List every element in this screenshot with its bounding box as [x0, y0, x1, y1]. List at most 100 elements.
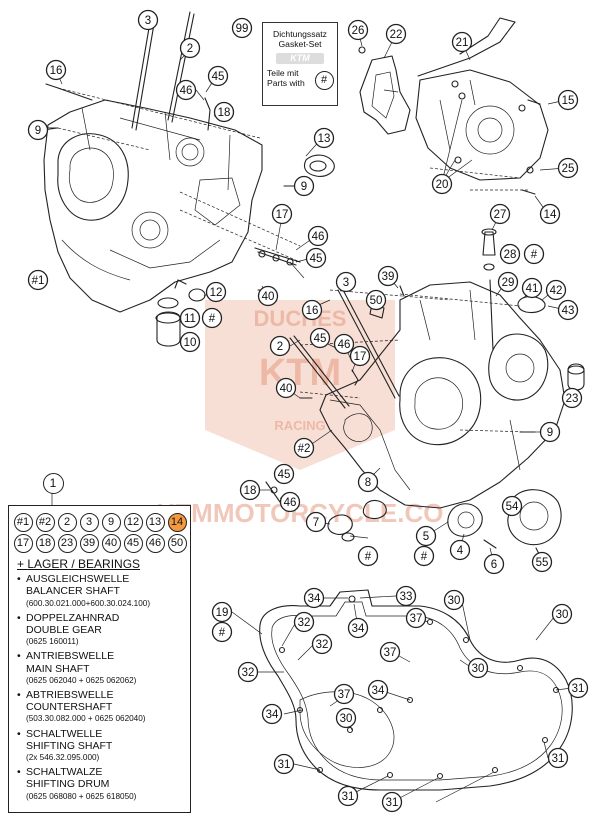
bearing-codes: (0625 068080 + 0625 618050) — [26, 791, 137, 801]
bearing-codes: (2x 546.32.095.000) — [26, 753, 100, 763]
callout-17: 17 — [271, 203, 293, 225]
callout-3: 3 — [335, 271, 357, 293]
bearing-name-en: SHIFTING DRUM — [26, 778, 110, 791]
callout-31: 31 — [337, 785, 359, 807]
callout-#: # — [413, 545, 435, 567]
callout-text: 43 — [562, 305, 575, 317]
callout-9: 9 — [293, 175, 315, 197]
callout-text: 15 — [562, 95, 575, 107]
callout-42: 42 — [545, 279, 567, 301]
callout-text: 10 — [184, 337, 197, 349]
gasket-set-card: Dichtungssatz Gasket-Set KTM Teile mit P… — [262, 22, 338, 106]
callout-30: 30 — [467, 657, 489, 679]
callout-text: 29 — [502, 277, 515, 289]
callout-text: 21 — [456, 37, 469, 49]
callout-13: 13 — [313, 127, 335, 149]
bearing-name-en: BALANCER SHAFT — [26, 585, 120, 598]
callout-18: 18 — [239, 479, 261, 501]
callout-37: 37 — [333, 683, 355, 705]
callout-text: 46 — [284, 497, 297, 509]
bearing-name-de: ANTRIEBSWELLE — [26, 650, 115, 663]
callout-text: 30 — [448, 595, 461, 607]
callout-28: 28 — [499, 243, 521, 265]
callout-46: 46 — [307, 225, 329, 247]
bearing-name-de: DOPPELZAHNRAD — [26, 611, 120, 624]
bearing-codes: (0625 160011) — [26, 637, 79, 647]
callout-text: 17 — [276, 209, 289, 221]
callout-5: 5 — [415, 525, 437, 547]
callout-text: 55 — [536, 557, 549, 569]
studs-left — [131, 11, 195, 131]
callout-54: 54 — [501, 495, 523, 517]
callout-text: 45 — [212, 71, 225, 83]
bearing-name-de: ABTRIEBSWELLE — [26, 689, 114, 702]
callout-40: 40 — [275, 377, 297, 399]
callout-41: 41 — [521, 277, 543, 299]
callout-text: 31 — [342, 791, 355, 803]
callout-#: # — [523, 243, 545, 265]
callout-50: 50 — [365, 289, 387, 311]
callout-#: # — [211, 621, 233, 643]
callout-text: 45 — [314, 333, 327, 345]
callout-45: 45 — [207, 65, 229, 87]
legend-badge: 3 — [79, 513, 99, 532]
callout-7: 7 — [305, 511, 327, 533]
left-crankcase-half — [43, 99, 263, 313]
callout-30: 30 — [443, 589, 465, 611]
callout-text: 11 — [184, 313, 196, 325]
bearing-codes: (0625 062040 + 0625 062062) — [26, 675, 137, 685]
callout-31: 31 — [547, 747, 569, 769]
right-crankcase-half — [289, 228, 585, 509]
legend-badge: 9 — [101, 513, 121, 532]
callout-46: 46 — [333, 333, 355, 355]
callout-text: 18 — [244, 485, 257, 497]
callout-25: 25 — [557, 157, 579, 179]
gasket-title-en: Gasket-Set — [278, 39, 322, 49]
callout-text: 26 — [352, 25, 365, 37]
plus-sign: + — [17, 557, 25, 571]
callout-text: 20 — [436, 179, 449, 191]
callout-text: 16 — [306, 305, 319, 317]
legend-badge: #2 — [35, 513, 55, 532]
callout-text: 6 — [491, 559, 497, 571]
callout-text: 25 — [562, 163, 575, 175]
callout-34: 34 — [261, 703, 283, 725]
callout-29: 29 — [497, 271, 519, 293]
legend-badge: #1 — [13, 513, 33, 532]
callout-text: 46 — [180, 85, 193, 97]
callout-37: 37 — [405, 607, 427, 629]
watermark-line3: RACING — [274, 418, 325, 433]
callout-45: 45 — [305, 247, 327, 269]
gasket-and-cover-top-right — [358, 17, 549, 195]
callout-18: 18 — [213, 101, 235, 123]
callout-text: 99 — [236, 23, 249, 35]
callout-text: 31 — [572, 683, 585, 695]
callout-text: 3 — [343, 277, 349, 289]
callout-text: 45 — [310, 253, 323, 265]
callout-text: # — [531, 249, 538, 261]
callout-text: #1 — [32, 275, 45, 287]
legend-badge: 23 — [57, 534, 77, 553]
callout-17: 17 — [349, 345, 371, 367]
bearing-name-en: MAIN SHAFT — [26, 662, 90, 675]
callout-text: 37 — [384, 647, 397, 659]
callout-text: 34 — [308, 593, 321, 605]
callout-text: # — [421, 551, 428, 563]
callout-19: 19 — [211, 601, 233, 623]
callout-16: 16 — [301, 299, 323, 321]
callout-text: 31 — [552, 753, 565, 765]
callout-text: 34 — [372, 685, 385, 697]
legend-badge: 45 — [123, 534, 143, 553]
callout-22: 22 — [385, 23, 407, 45]
legend-badge: 14 — [167, 513, 187, 532]
callout-text: 30 — [472, 663, 485, 675]
callout-31: 31 — [567, 677, 589, 699]
bearing-name-de: SCHALTWELLE — [26, 727, 103, 740]
